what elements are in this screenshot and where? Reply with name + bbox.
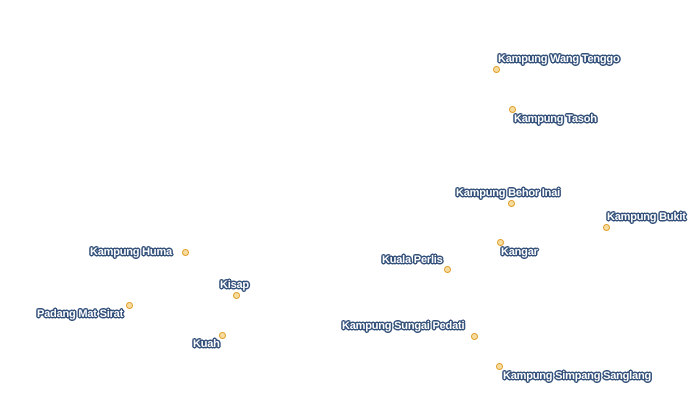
place-marker-icon[interactable] — [602, 223, 610, 231]
place-label: Kuala Perlis — [382, 254, 443, 266]
place-marker-icon[interactable] — [495, 362, 503, 370]
place-label: Kampung Behor Inai — [456, 187, 560, 199]
place-label: Kuah — [193, 338, 220, 350]
place-label: Kampung Bukit — [607, 211, 686, 223]
place-marker-icon[interactable] — [181, 248, 189, 256]
place-label: Kangar — [501, 246, 538, 258]
place-marker-icon[interactable] — [125, 301, 133, 309]
place-marker-icon[interactable] — [496, 238, 504, 246]
place-marker-icon[interactable] — [218, 331, 226, 339]
place-label: Kampung Sungai Pedati — [342, 320, 465, 332]
place-marker-icon[interactable] — [508, 105, 516, 113]
place-marker-icon[interactable] — [492, 65, 500, 73]
place-marker-icon[interactable] — [507, 199, 515, 207]
place-label: Kampung Simpang Sanglang — [503, 370, 651, 382]
place-label: Kisap — [220, 279, 249, 291]
place-label: Kampung Wang Tenggo — [498, 53, 620, 65]
place-label: Kampung Huma — [90, 246, 172, 258]
place-marker-icon[interactable] — [470, 332, 478, 340]
place-marker-icon[interactable] — [443, 265, 451, 273]
place-marker-icon[interactable] — [232, 291, 240, 299]
place-label: Kampung Tasoh — [514, 113, 597, 125]
place-label: Padang Mat Sirat — [37, 308, 124, 320]
